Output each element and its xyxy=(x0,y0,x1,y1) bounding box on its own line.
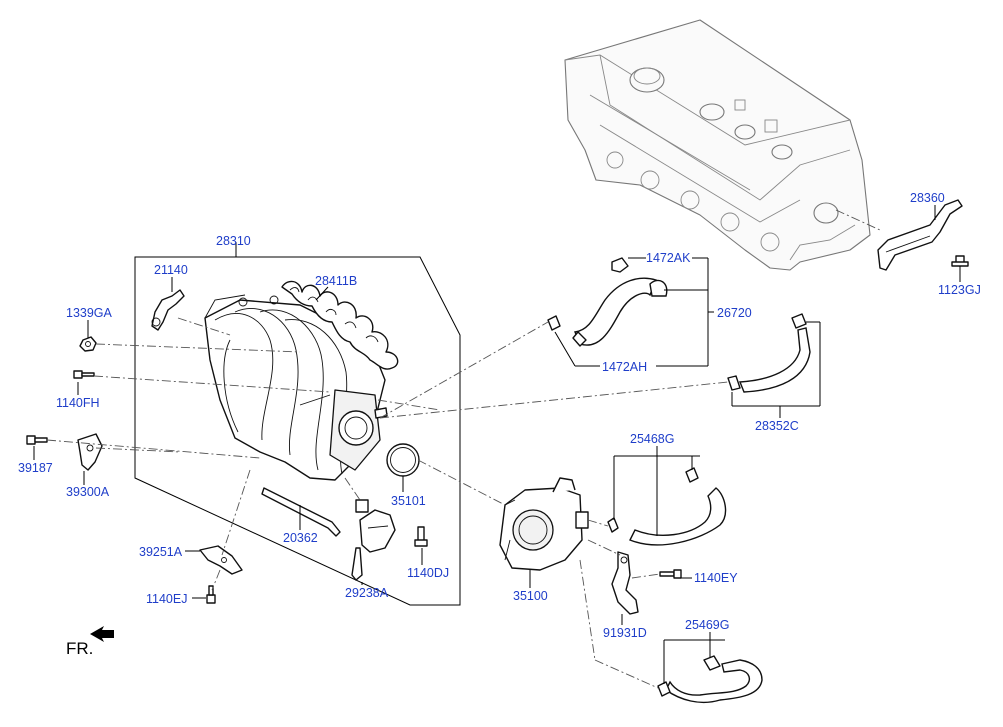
label-1339ga: 1339GA xyxy=(66,306,113,320)
part-labels: 28310 21140 28411B 1339GA 1140FH 39187 3… xyxy=(18,191,981,640)
label-1140dj: 1140DJ xyxy=(407,566,449,580)
label-1140fh: 1140FH xyxy=(56,396,100,410)
hose-clamp-1472ah xyxy=(547,315,561,331)
front-direction-marker: FR. xyxy=(66,626,114,658)
bracket-39251a xyxy=(199,545,243,575)
label-1140ey: 1140EY xyxy=(694,571,738,585)
wiring-bracket-20362 xyxy=(261,487,341,537)
label-39251a: 39251A xyxy=(139,545,183,559)
breather-hose-26720 xyxy=(572,277,668,347)
label-25468g: 25468G xyxy=(630,432,674,446)
vacuum-hose-28352c xyxy=(727,313,811,393)
pcv-hose-21140 xyxy=(151,289,185,331)
label-28310: 28310 xyxy=(216,234,251,248)
coolant-hose-25469g xyxy=(657,655,763,704)
label-21140: 21140 xyxy=(154,263,188,277)
leader-lines xyxy=(33,205,961,684)
label-20362: 20362 xyxy=(283,531,318,545)
throttle-body-35100 xyxy=(499,477,589,571)
engine-cylinder-head xyxy=(564,19,871,271)
label-1472ah: 1472AH xyxy=(602,360,647,374)
label-35100: 35100 xyxy=(513,589,548,603)
bolt-1123gj xyxy=(951,255,969,267)
label-28411b: 28411B xyxy=(315,274,357,288)
front-direction-label: FR. xyxy=(66,639,93,658)
alignment-dashed-lines xyxy=(46,209,881,689)
label-1472ak: 1472AK xyxy=(646,251,691,265)
label-28352c: 28352C xyxy=(755,419,799,433)
map-sensor-39300a xyxy=(77,433,103,471)
bolt-1140fh xyxy=(73,370,95,379)
bolt-39187 xyxy=(26,435,48,445)
label-35101: 35101 xyxy=(391,494,426,508)
label-1140ej: 1140EJ xyxy=(146,592,187,606)
label-25469g: 25469G xyxy=(685,618,729,632)
bolt-1140ey xyxy=(659,569,682,579)
bracket-28360 xyxy=(877,199,963,271)
bolt-1140dj xyxy=(414,526,428,547)
hose-clamp-1472ak xyxy=(611,257,629,273)
label-1123gj: 1123GJ xyxy=(938,283,981,297)
label-28360: 28360 xyxy=(910,191,945,205)
bracket-91931d xyxy=(611,551,639,615)
label-29238a: 29238A xyxy=(345,586,389,600)
throttle-body-gasket-35101 xyxy=(386,443,420,477)
nut-1339ga xyxy=(79,336,97,352)
bolt-1140ej xyxy=(206,585,216,604)
front-arrow-icon xyxy=(90,626,114,642)
label-91931d: 91931D xyxy=(603,626,647,640)
coolant-hose-25468g xyxy=(607,467,727,546)
label-26720: 26720 xyxy=(717,306,752,320)
actuator-29238a xyxy=(351,499,396,581)
label-39187: 39187 xyxy=(18,461,53,475)
manifold-assembly-outline xyxy=(134,256,461,606)
label-39300a: 39300A xyxy=(66,485,110,499)
